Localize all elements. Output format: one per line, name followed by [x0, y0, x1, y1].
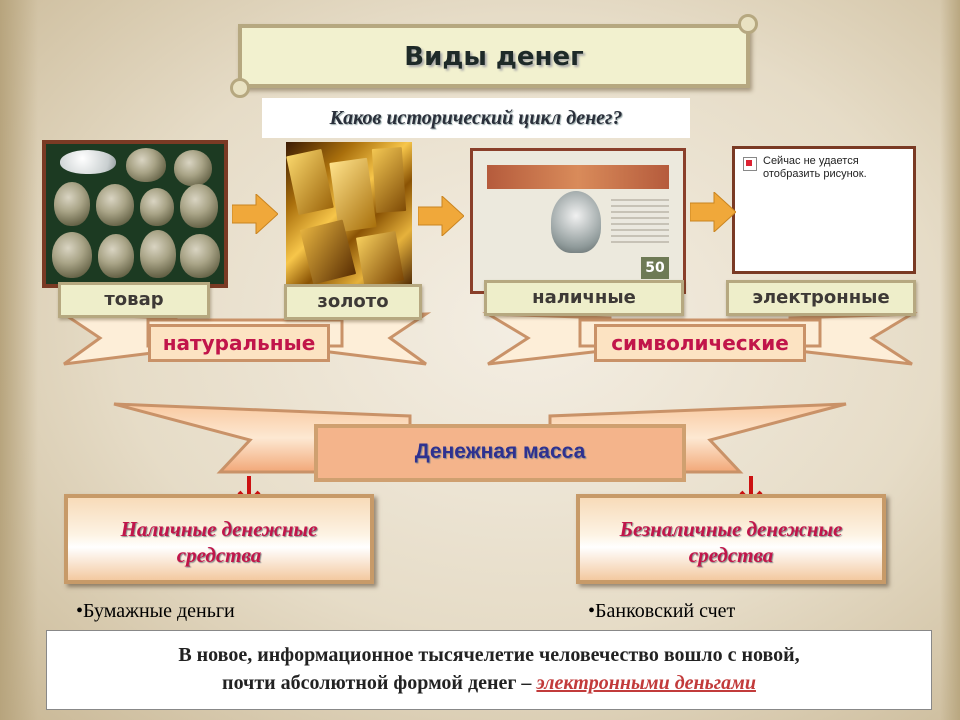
arrow-right-icon [232, 194, 278, 234]
gold-bar [355, 230, 405, 288]
shell [180, 184, 218, 228]
shell [180, 234, 220, 278]
slide-title: Виды денег [404, 42, 584, 72]
group-natural: натуральные [148, 324, 330, 362]
label-electronic: электронные [726, 280, 916, 316]
arrow-right-icon [690, 192, 736, 232]
shell [174, 150, 212, 186]
cash-funds-box: Наличные денежные средства [64, 494, 374, 584]
banknote-header-band [487, 165, 669, 189]
shell [140, 230, 176, 278]
banknote-image: 50 [470, 148, 686, 294]
gold-bar [371, 147, 407, 213]
broken-image-text: Сейчас не удается отобразить рисунок. [763, 155, 867, 180]
shell [96, 184, 134, 226]
shell [54, 182, 90, 226]
label-cash: наличные [484, 280, 684, 316]
shell [140, 188, 174, 226]
label-gold: золото [284, 284, 422, 320]
label-goods: товар [58, 282, 210, 318]
noncash-funds-box: Безналичные денежные средства [576, 494, 886, 584]
group-symbolic: символические [594, 324, 806, 362]
banknote-text-block [611, 199, 669, 243]
cowrie-shells-image [42, 140, 228, 288]
portrait [551, 191, 601, 253]
shell [52, 232, 92, 278]
broken-image-placeholder: Сейчас не удается отобразить рисунок. [732, 146, 916, 274]
bullet-bank-account: •Банковский счет [588, 600, 736, 622]
gold-bars-image [286, 142, 412, 288]
scroll-curl [230, 78, 250, 98]
shell [126, 148, 166, 182]
gold-bar [286, 148, 334, 216]
arrow-right-icon [418, 196, 464, 236]
scroll-curl [738, 14, 758, 34]
bullet-paper-money: •Бумажные деньги [76, 600, 235, 622]
footer-line-2: почти абсолютной формой денег – электрон… [222, 672, 756, 694]
footer-highlight: электронными деньгами [536, 672, 756, 694]
title-scroll: Виды денег [230, 14, 758, 98]
footer-note: В новое, информационное тысячелетие чело… [46, 630, 932, 710]
shell [98, 234, 134, 278]
footer-line-1: В новое, информационное тысячелетие чело… [178, 644, 800, 666]
subtitle: Каков исторический цикл денег? [262, 98, 690, 138]
money-mass-box: Денежная масса [314, 424, 686, 482]
banknote-denomination: 50 [641, 257, 669, 279]
shell [60, 150, 116, 174]
broken-image-icon [743, 157, 757, 171]
